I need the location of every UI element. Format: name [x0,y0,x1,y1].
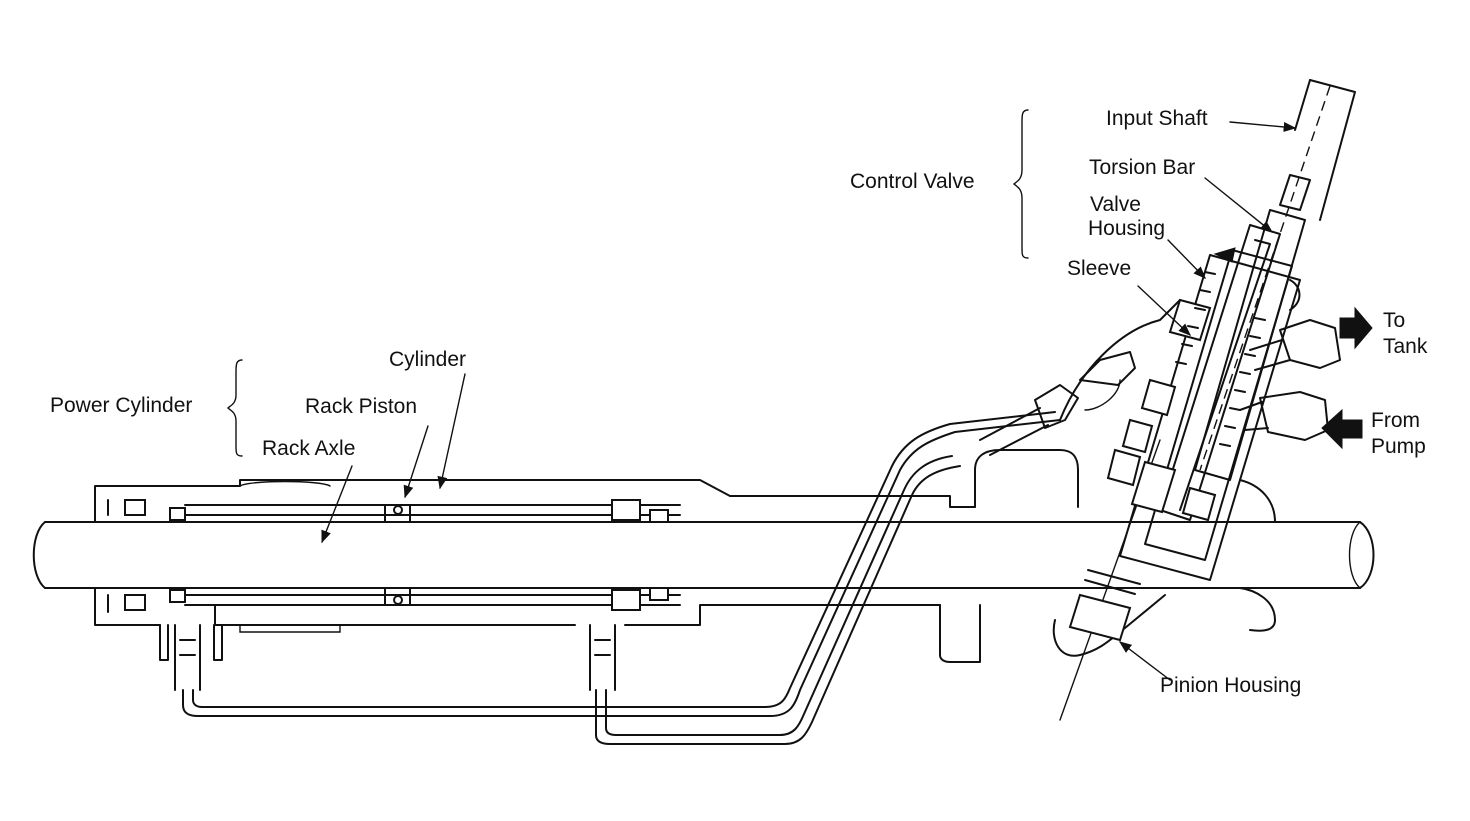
valve-housing-label-line1: Valve [1090,193,1141,216]
to-tank-label-line2: Tank [1383,335,1428,358]
power-cylinder-brace [227,359,243,457]
hydraulic-lines [182,411,1061,745]
input-shaft-label: Input Shaft [1106,107,1208,130]
power-cylinder-label: Power Cylinder [50,394,193,417]
rack-piston [384,504,411,606]
rack-piston-label: Rack Piston [305,395,418,418]
power-cylinder-housing [94,479,976,661]
pinion-housing-label: Pinion Housing [1160,674,1302,697]
rack-axle-bar [32,521,1375,589]
from-pump-label-line1: From [1371,409,1420,432]
to-tank-label-line1: To [1383,309,1406,332]
cylinder-label: Cylinder [389,348,467,371]
to-tank-arrow [1339,306,1373,350]
valve-housing-label-line2: Housing [1088,217,1166,240]
sleeve-label: Sleeve [1067,257,1132,280]
control-valve-brace [1013,109,1029,259]
control-valve-label: Control Valve [850,170,975,193]
leader-lines [321,121,1297,681]
from-pump-label-line2: Pump [1371,435,1426,458]
from-pump-arrow [1321,408,1363,450]
torsion-bar-label: Torsion Bar [1089,156,1196,179]
cylinder-port-fittings [174,624,616,691]
rack-axle-label: Rack Axle [262,437,356,460]
